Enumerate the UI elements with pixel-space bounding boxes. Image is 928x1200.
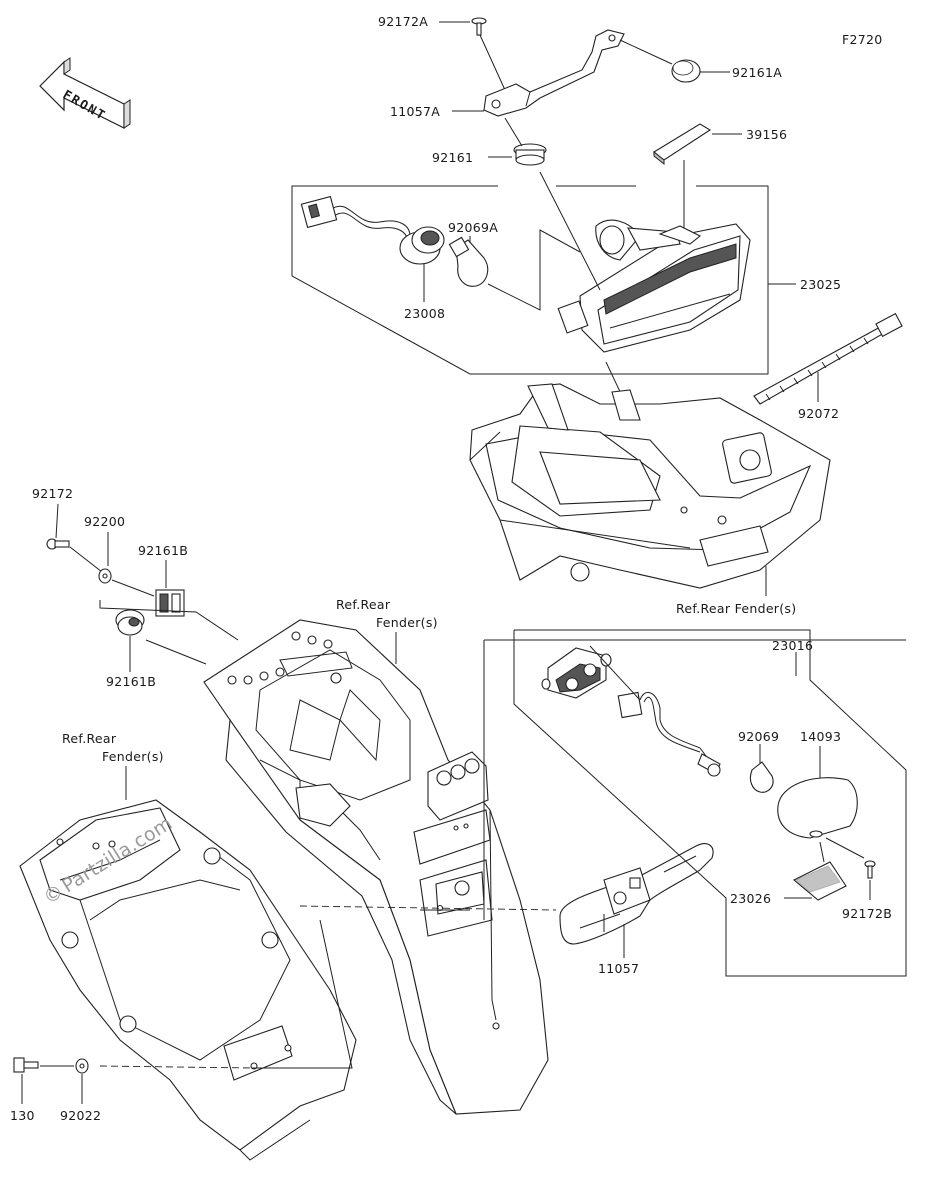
part-39156-pad: [653, 123, 712, 166]
part-92069-bulb: [749, 761, 774, 793]
part-92072-cable-tie: [753, 312, 903, 405]
part-11057-license-bracket: [559, 843, 714, 945]
label-92200: 92200: [84, 514, 125, 529]
part-92200-washer: [98, 568, 112, 584]
label-23008: 23008: [404, 306, 445, 321]
label-92161A: 92161A: [732, 65, 782, 80]
part-92022-washer: [75, 1058, 89, 1074]
label-11057: 11057: [598, 961, 639, 976]
part-92172-screw: [46, 538, 70, 550]
label-ref-rear-fender-top-1: Ref.Rear: [336, 597, 391, 612]
label-11057A: 11057A: [390, 104, 440, 119]
part-92069A-bulb: [448, 236, 489, 287]
label-23025: 23025: [800, 277, 841, 292]
label-92161B-bot: 92161B: [106, 674, 156, 689]
part-92161B-grommet-a: [155, 589, 185, 617]
label-ref-rear-fender-mid: Ref.Rear Fender(s): [676, 601, 796, 616]
part-130-bolt: [13, 1057, 39, 1073]
label-23016: 23016: [772, 638, 813, 653]
part-23016-license-light: [541, 647, 721, 777]
label-ref-rear-fender-top-2: Fender(s): [376, 615, 438, 630]
label-92072: 92072: [798, 406, 839, 421]
label-92172: 92172: [32, 486, 73, 501]
label-92161: 92161: [432, 150, 473, 165]
part-11057A-bracket: [483, 29, 625, 117]
label-92172A: 92172A: [378, 14, 428, 29]
label-92069: 92069: [738, 729, 779, 744]
label-14093: 14093: [800, 729, 841, 744]
part-92161B-grommet-b: [115, 609, 145, 636]
part-14093-lens-cover: [777, 777, 858, 839]
part-23008-socket: [300, 195, 445, 265]
ref-rear-fender-lower: [19, 799, 357, 1161]
front-arrow-icon: FRONT: [39, 57, 131, 129]
label-92069A: 92069A: [448, 220, 498, 235]
label-92022: 92022: [60, 1108, 101, 1123]
label-92172B: 92172B: [842, 906, 892, 921]
diagram-id: F2720: [842, 32, 883, 47]
part-92161A-grommet: [671, 59, 701, 83]
label-23026: 23026: [730, 891, 771, 906]
part-92172B-screw: [864, 860, 876, 879]
ref-rear-fender-upper: [469, 383, 831, 589]
label-92161B-top: 92161B: [138, 543, 188, 558]
ref-rear-fender-center: [203, 619, 549, 1115]
label-130: 130: [10, 1108, 35, 1123]
part-92172A-screw: [471, 17, 487, 36]
part-23026-reflector: [793, 861, 847, 901]
part-23025-tail-light: [557, 219, 751, 353]
part-92161-grommet: [513, 143, 547, 166]
label-39156: 39156: [746, 127, 787, 142]
label-ref-rear-fender-left-2: Fender(s): [102, 749, 164, 764]
label-ref-rear-fender-left-1: Ref.Rear: [62, 731, 117, 746]
